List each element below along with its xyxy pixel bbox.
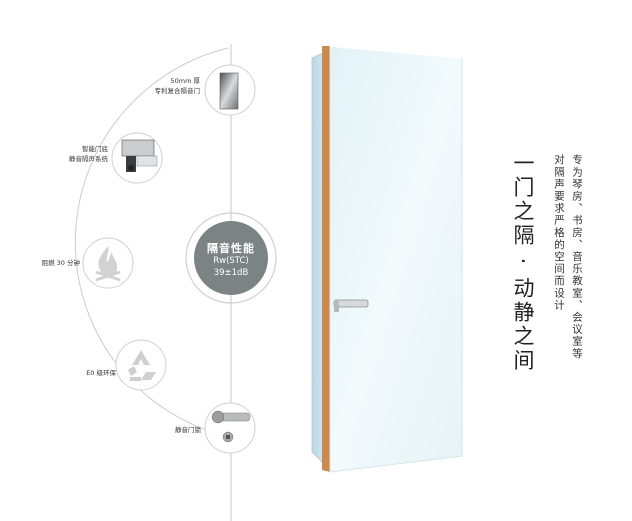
- center-circle: [194, 221, 268, 295]
- description-line-2: 对隔声要求严格的空间而设计: [553, 154, 565, 312]
- center-title: 隔音性能: [207, 242, 255, 255]
- fire-icon: [82, 237, 134, 289]
- feature-arc: [74, 47, 246, 441]
- feature-label-door-panel: 50mm 厚 专利复合隔音门: [154, 77, 201, 95]
- feature-label-fire: 阻燃 30 分钟: [41, 259, 80, 267]
- headline: 一门之隔 · 动静之间: [511, 152, 535, 374]
- center-rating-value: 39±1dB: [213, 268, 249, 278]
- door-bottom-seal-icon: [111, 132, 163, 184]
- door-lock-icon: [204, 402, 256, 454]
- door-panel-icon: [204, 64, 256, 116]
- feature-label-lock: 静音门锁: [175, 426, 201, 434]
- feature-label-bottom-seal: 智能门底 静音隔声系统: [69, 145, 108, 163]
- center-rating-label: Rw(STC): [213, 256, 249, 266]
- center-ring: [185, 212, 277, 304]
- feature-label-eco: E0 级环保: [86, 369, 116, 377]
- description-line-1: 专为琴房、书房、音乐教室、会议室等: [571, 154, 583, 360]
- recycle-icon: [115, 339, 167, 391]
- door-illustration: [311, 45, 463, 473]
